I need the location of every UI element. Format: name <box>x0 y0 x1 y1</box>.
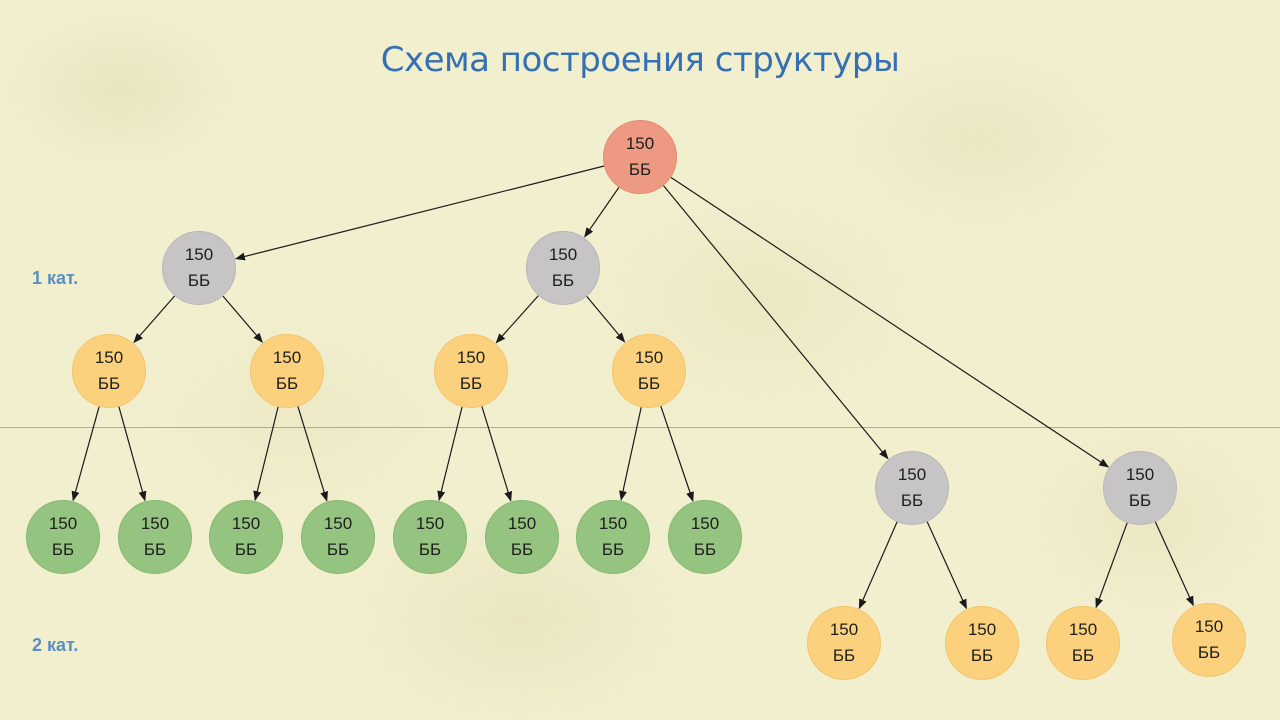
node-level1-left: 150 ББ <box>162 231 236 305</box>
node-unit: ББ <box>51 540 75 559</box>
node-orange: 150 ББ <box>72 334 146 408</box>
node-green: 150 ББ <box>576 500 650 574</box>
diagram-title: Схема построения структуры <box>380 40 900 80</box>
connector-arrow <box>926 521 967 610</box>
node-level2-gray-left: 150 ББ <box>875 451 949 525</box>
node-unit: ББ <box>326 540 350 559</box>
node-unit: ББ <box>418 540 442 559</box>
node-green: 150 ББ <box>668 500 742 574</box>
node-unit: ББ <box>628 160 652 179</box>
connector-arrow <box>858 521 898 610</box>
node-unit: ББ <box>510 540 534 559</box>
node-unit: ББ <box>143 540 167 559</box>
node-orange: 150 ББ <box>612 334 686 408</box>
connector-arrow <box>1095 522 1128 609</box>
node-value: 150 <box>1125 465 1155 484</box>
node-orange: 150 ББ <box>250 334 324 408</box>
node-unit: ББ <box>275 374 299 393</box>
node-green: 150 ББ <box>26 500 100 574</box>
node-level1-center: 150 ББ <box>526 231 600 305</box>
node-unit: ББ <box>459 374 483 393</box>
node-value: 150 <box>967 620 997 639</box>
node-orange: 150 ББ <box>1172 603 1246 677</box>
node-value: 150 <box>456 348 486 367</box>
connector-arrow <box>584 187 620 238</box>
node-value: 150 <box>184 245 214 264</box>
node-orange: 150 ББ <box>945 606 1019 680</box>
node-green: 150 ББ <box>301 500 375 574</box>
connector-arrow <box>619 407 642 501</box>
node-green: 150 ББ <box>485 500 559 574</box>
node-unit: ББ <box>601 540 625 559</box>
connector-arrow <box>437 406 463 502</box>
node-root: 150 ББ <box>603 120 677 194</box>
node-unit: ББ <box>1197 643 1221 662</box>
connector-arrow <box>1154 521 1194 607</box>
node-value: 150 <box>507 514 537 533</box>
node-orange: 150 ББ <box>1046 606 1120 680</box>
node-orange: 150 ББ <box>807 606 881 680</box>
node-unit: ББ <box>637 374 661 393</box>
node-value: 150 <box>897 465 927 484</box>
connector-arrow <box>670 176 1110 468</box>
connector-arrow <box>71 406 100 502</box>
node-unit: ББ <box>1071 646 1095 665</box>
node-green: 150 ББ <box>118 500 192 574</box>
node-green: 150 ББ <box>393 500 467 574</box>
connector-arrow <box>118 406 147 502</box>
node-unit: ББ <box>1128 491 1152 510</box>
connector-arrow <box>253 406 279 502</box>
node-value: 150 <box>690 514 720 533</box>
connector-arrow <box>133 295 176 344</box>
level-label-1: 1 кат. <box>32 268 79 288</box>
node-value: 150 <box>140 514 170 533</box>
node-value: 150 <box>415 514 445 533</box>
node-value: 150 <box>548 245 578 264</box>
node-unit: ББ <box>551 271 575 290</box>
node-value: 150 <box>272 348 302 367</box>
node-unit: ББ <box>234 540 258 559</box>
node-unit: ББ <box>97 374 121 393</box>
connector-arrow <box>297 406 328 502</box>
connector-arrow <box>222 295 263 343</box>
connector-arrow <box>586 296 626 343</box>
node-value: 150 <box>625 134 655 153</box>
node-orange: 150 ББ <box>434 334 508 408</box>
node-value: 150 <box>829 620 859 639</box>
node-unit: ББ <box>970 646 994 665</box>
node-value: 150 <box>323 514 353 533</box>
node-value: 150 <box>634 348 664 367</box>
connector-arrow <box>495 295 539 344</box>
connector-arrow <box>663 185 889 460</box>
node-unit: ББ <box>832 646 856 665</box>
connector-arrow <box>234 165 605 261</box>
node-unit: ББ <box>693 540 717 559</box>
node-value: 150 <box>94 348 124 367</box>
node-unit: ББ <box>900 491 924 510</box>
connector-arrow <box>660 405 694 502</box>
node-unit: ББ <box>187 271 211 290</box>
level-label-2: 2 кат. <box>32 635 79 655</box>
node-value: 150 <box>231 514 261 533</box>
node-value: 150 <box>48 514 78 533</box>
node-value: 150 <box>1194 617 1224 636</box>
node-value: 150 <box>598 514 628 533</box>
category-divider-line <box>0 427 1280 428</box>
node-green: 150 ББ <box>209 500 283 574</box>
node-value: 150 <box>1068 620 1098 639</box>
connector-arrow <box>481 406 512 502</box>
node-level2-gray-right: 150 ББ <box>1103 451 1177 525</box>
